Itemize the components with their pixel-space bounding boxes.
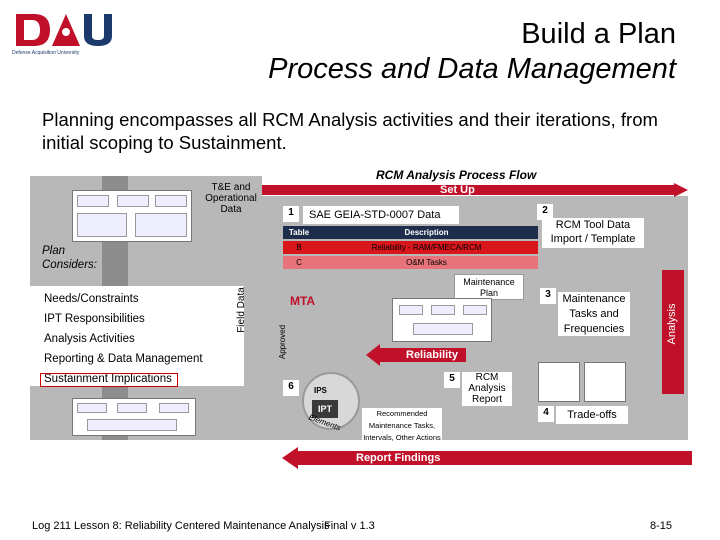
geia-table: Table Description B Reliability - RAM/FM… (283, 226, 538, 269)
field-data-label: Field Data (236, 287, 247, 333)
maintenance-plan-label: Maintenance Plan (454, 274, 524, 300)
recommended-actions-label: Recommended Maintenance Tasks, Intervals… (362, 408, 442, 444)
sustainment-highlight-box (40, 373, 178, 387)
te-ops-data-label: T&E and Operational Data (205, 182, 257, 215)
table-header-row: Table Description (283, 226, 538, 239)
step3-number: 3 (540, 288, 556, 304)
intro-text: Planning encompasses all RCM Analysis ac… (42, 109, 658, 153)
step4-label: Trade-offs (556, 406, 628, 424)
step3-label: Maintenance Tasks and Frequencies (558, 292, 630, 336)
step4-number: 4 (538, 406, 554, 422)
list-item: Analysis Activities (44, 333, 135, 345)
footer-version: Final v 1.3 (324, 520, 375, 532)
table-row: C O&M Tasks (283, 256, 538, 269)
top-diagram-thumbnail (72, 190, 192, 242)
plan-considers-label: Plan Considers: (42, 245, 97, 271)
step1-number: 1 (283, 206, 299, 222)
step2-number: 2 (537, 204, 553, 220)
step2-label: RCM Tool Data Import / Template (542, 218, 644, 248)
set-up-label: Set Up (440, 184, 475, 196)
ips-label: IPS (314, 386, 327, 395)
considers-box (30, 286, 244, 386)
report-findings-label: Report Findings (356, 452, 441, 464)
list-item: Needs/Constraints (44, 293, 139, 305)
ipt-label: IPT (312, 400, 338, 418)
step5-label: RCM Analysis Report (462, 372, 512, 406)
logo-subtitle: Defense Acquisition University (12, 50, 80, 56)
footer-course: Log 211 Lesson 8: Reliability Centered M… (32, 520, 330, 532)
table-header-cell: Table (288, 228, 310, 237)
dau-logo: Defense Acquisition University (10, 10, 122, 58)
page-title-line1: Build a Plan (521, 18, 676, 50)
approved-label: Approved (278, 324, 287, 360)
reliability-arrow (366, 344, 466, 366)
step5-number: 5 (444, 372, 460, 388)
table-cell: C (296, 258, 302, 267)
table-cell: B (296, 243, 302, 252)
analysis-bar (662, 270, 684, 394)
set-up-arrow (262, 183, 688, 197)
report-findings-arrow (282, 447, 692, 469)
center-flow-thumbnail (392, 298, 492, 342)
step1-label: SAE GEIA-STD-0007 Data (303, 206, 459, 224)
page-title-line2: Process and Data Management (268, 53, 676, 85)
reliability-label: Reliability (406, 349, 458, 361)
analysis-label: Analysis (666, 303, 678, 345)
document-thumbnail (584, 362, 626, 402)
table-cell: O&M Tasks (406, 258, 447, 267)
footer-page-number: 8-15 (650, 520, 673, 532)
flow-title: RCM Analysis Process Flow (376, 168, 537, 182)
step6-number: 6 (283, 380, 299, 396)
table-cell: Reliability - RAM/FMECA/RCM (371, 243, 482, 252)
dau-logo-mark (10, 10, 122, 58)
list-item: Sustainment Implications (44, 373, 172, 385)
document-thumbnail (538, 362, 580, 402)
table-header-cell: Description (404, 228, 449, 237)
list-item: Reporting & Data Management (44, 353, 203, 365)
table-row: B Reliability - RAM/FMECA/RCM (283, 241, 538, 254)
mta-label: MTA (290, 294, 316, 308)
bottom-diagram-thumbnail (72, 398, 196, 436)
list-item: IPT Responsibilities (44, 313, 145, 325)
